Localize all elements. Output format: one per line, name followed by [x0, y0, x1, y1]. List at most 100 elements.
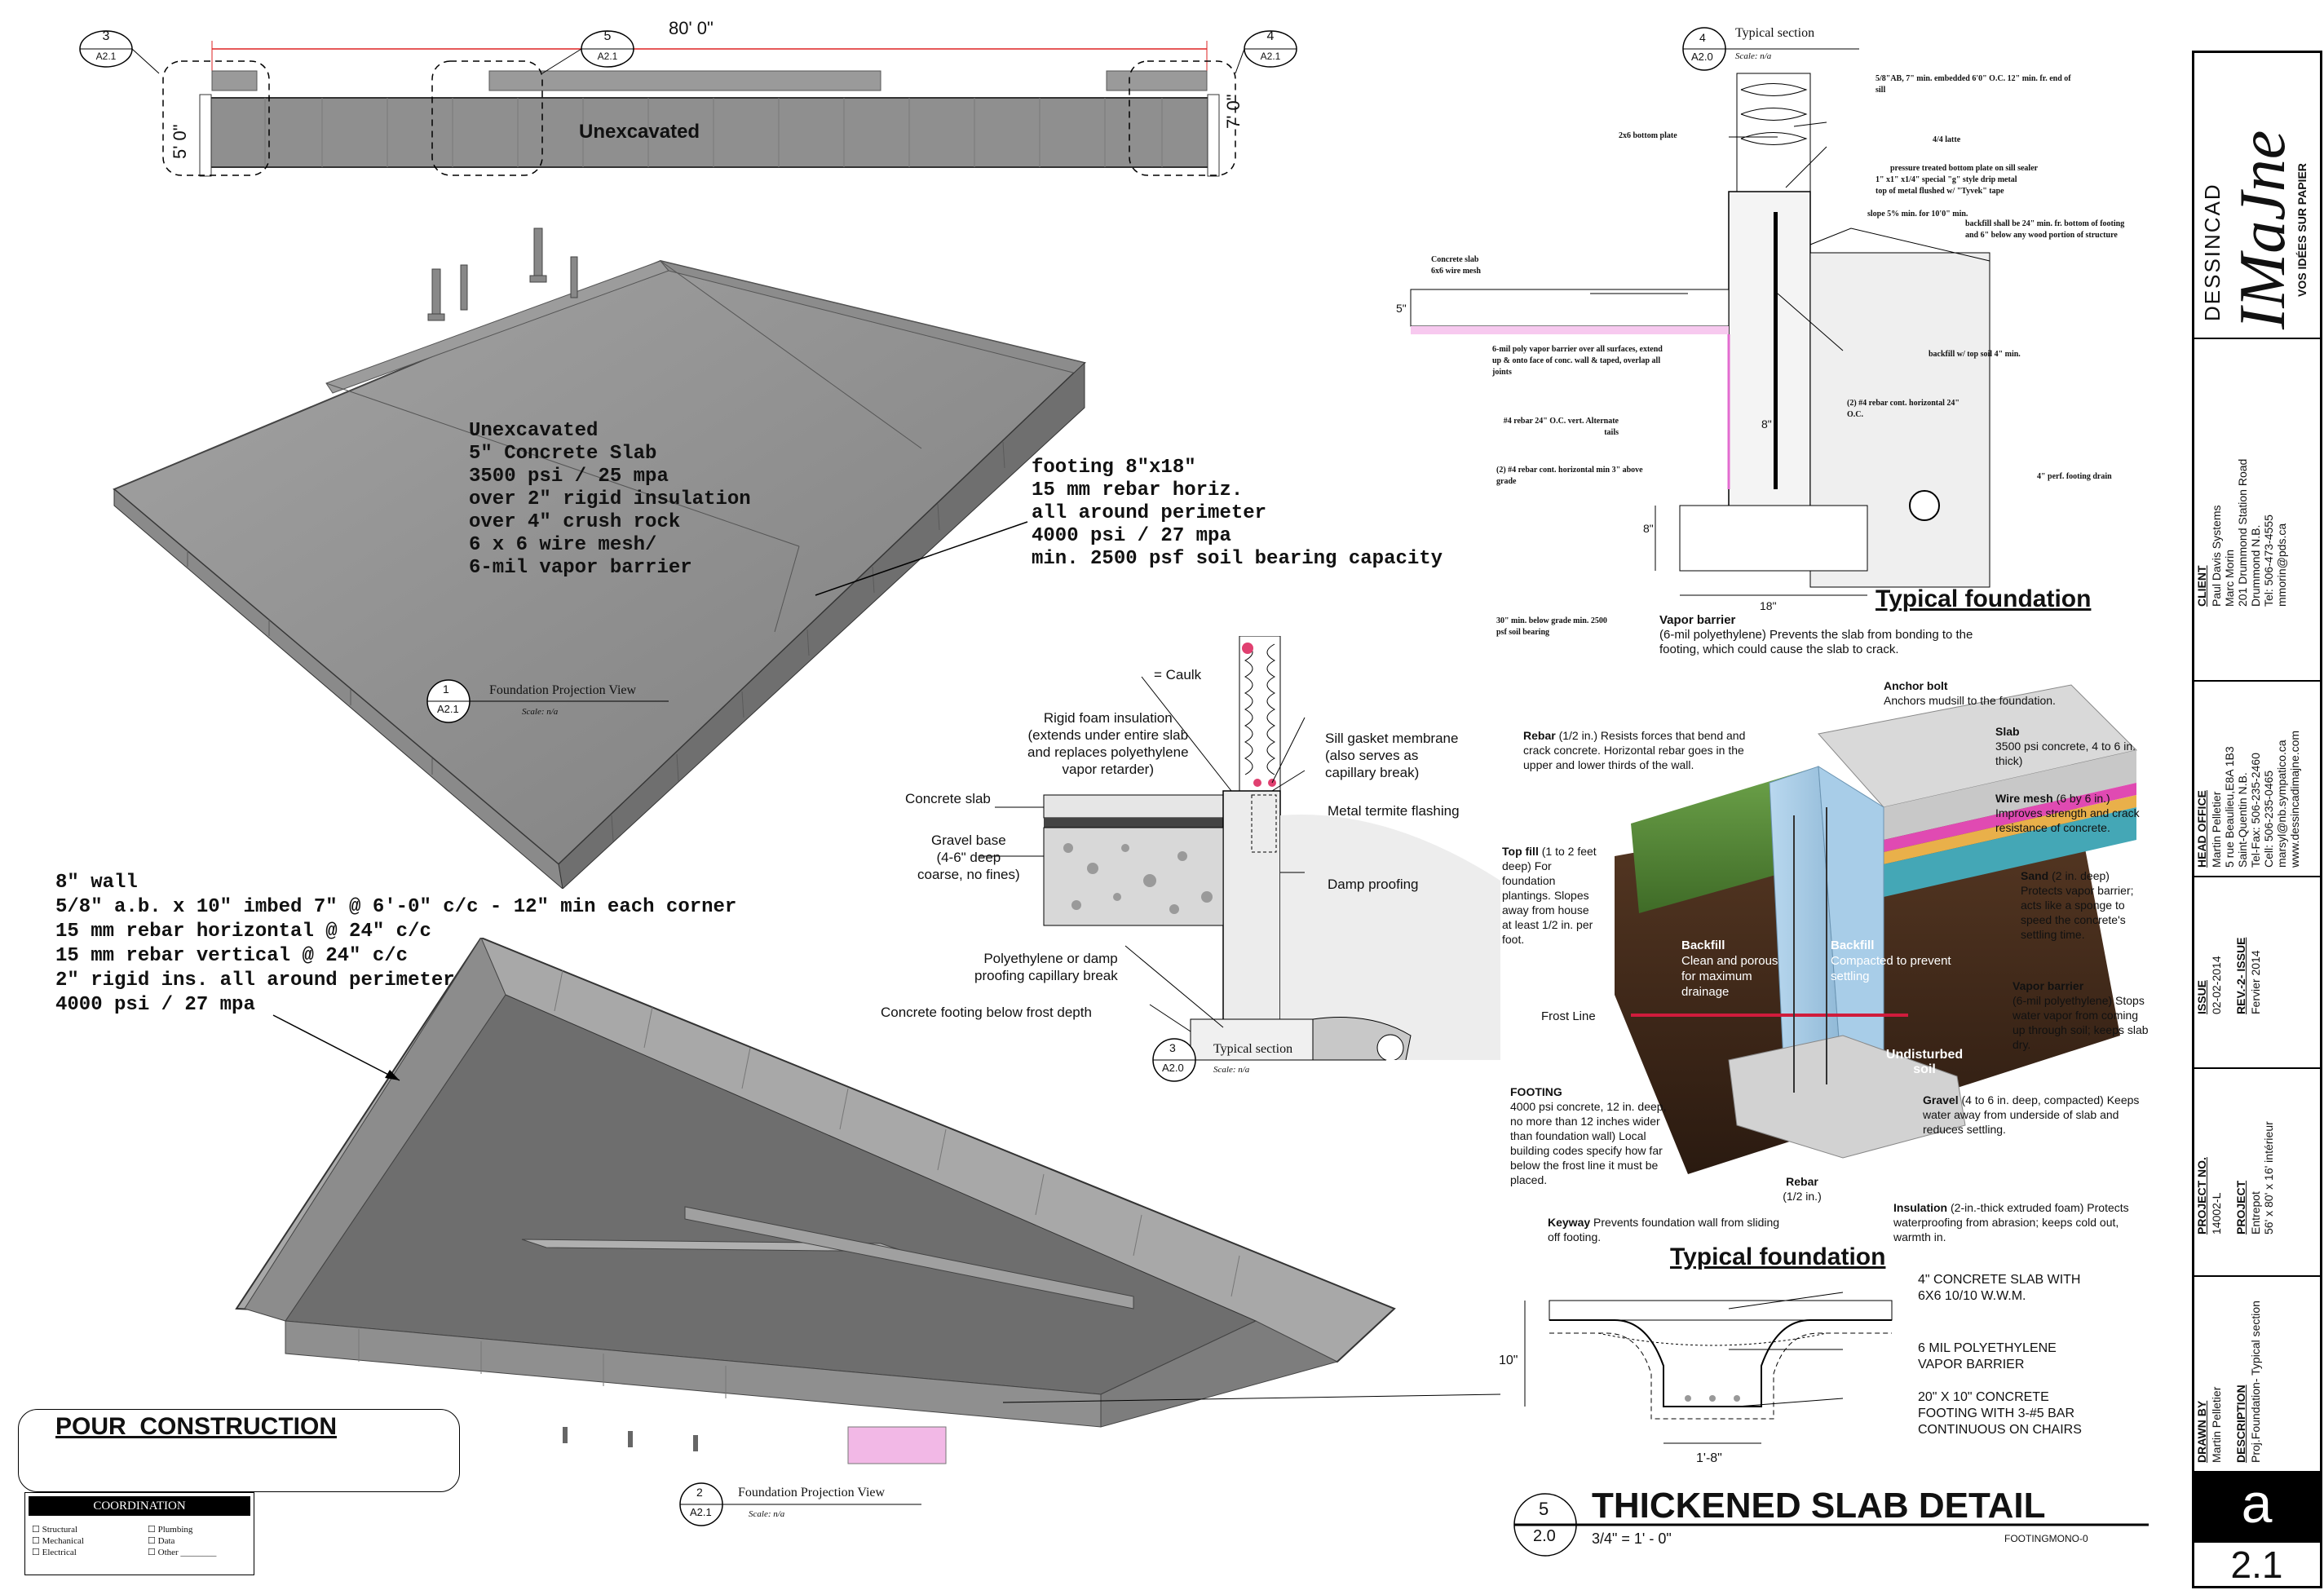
- section4-label: 4" perf. footing drain: [2037, 472, 2112, 481]
- section3-slab: Concrete slab: [905, 791, 991, 806]
- section3-sill-line: capillary break): [1325, 765, 1420, 780]
- view5-number: 5: [1539, 1499, 1549, 1519]
- view1-sheet: A2.1: [437, 703, 459, 715]
- wall-note: 4000 psi / 27 mpa: [55, 994, 255, 1016]
- brand-company: DESSINCAD: [2200, 183, 2225, 321]
- view5-callout: [1513, 1493, 2149, 1557]
- thickened-dim: 10": [1499, 1354, 1518, 1367]
- illus-vapor-text: (6-mil polyethylene) Prevents the slab f…: [1659, 628, 1973, 656]
- section3-gravel: Gravel base (4-6" deep coarse, no fines): [917, 832, 1020, 883]
- client-line: Drummond N.B.: [2249, 524, 2262, 607]
- section3-sill-line: Sill gasket membrane: [1325, 731, 1459, 746]
- plan-callout-sheet: A2.1: [597, 51, 618, 62]
- illus-rebar: Rebar (1/2 in.) Resists forces that bend…: [1523, 728, 1760, 772]
- illus-backfill2: Backfill Compacted to prevent settling: [1831, 938, 1953, 984]
- coordination-label: Mechanical: [42, 1536, 84, 1546]
- illus-vapor2-text: (6-mil polyethylene) Stops water vapor f…: [2013, 994, 2149, 1051]
- illus-undisturbed: Undisturbed soil: [1885, 1048, 1964, 1076]
- footing-note: 4000 psi / 27 mpa: [1032, 525, 1231, 547]
- section4-label: 5/8"AB, 7" min. embedded 6'0" O.C. 12" m…: [1876, 74, 2071, 95]
- illus-caption: Typical foundation: [1670, 1243, 1886, 1270]
- client-heading: CLIENT: [2195, 565, 2208, 607]
- plan-length-dimension: 80' 0": [669, 18, 714, 38]
- footing-note: all around perimeter: [1032, 502, 1267, 524]
- project-heading: PROJECT: [2234, 1180, 2247, 1234]
- office-line: Martin Pelletier: [2210, 791, 2223, 868]
- section3-poly-line: Polyethylene or damp: [983, 951, 1118, 966]
- plan-callout-number: 4: [1266, 29, 1275, 43]
- coordination-item: ☐ Data: [148, 1536, 175, 1546]
- projection-view-bottom: [235, 938, 1396, 1464]
- office-line: www.dessincadimajne.com: [2288, 730, 2301, 868]
- section3-footing: Concrete footing below frost depth: [881, 1005, 1092, 1020]
- projno-heading: PROJECT NO.: [2195, 1157, 2208, 1234]
- slab-note: 3500 psi / 25 mpa: [469, 466, 669, 488]
- illus-anchor-title: Anchor bolt: [1884, 679, 1948, 692]
- plan-callout-number: 5: [603, 29, 612, 43]
- section3-gravel-line: (4-6" deep: [936, 850, 1001, 865]
- illus-backfill1: Backfill Clean and porous for maximum dr…: [1681, 938, 1779, 1000]
- section4-drawing: [1410, 27, 1990, 596]
- illus-gravel-text: (4 to 6 in. deep, compacted) Keeps water…: [1923, 1093, 2140, 1136]
- thickened-slab-drawing: [1524, 1292, 1893, 1444]
- sheet-number: 2.1: [2230, 1544, 2283, 1586]
- section3-poly-line: proofing capillary break: [974, 968, 1118, 983]
- section4-label: 6x6 wire mesh: [1431, 267, 1481, 276]
- divider: [2194, 876, 2320, 877]
- client-line: 201 Drummond Station Road: [2236, 458, 2249, 607]
- illus-keyway-text: Prevents foundation wall from sliding of…: [1548, 1216, 1780, 1243]
- section3-rigid-line: and replaces polyethylene: [1027, 744, 1189, 760]
- plan-view: [79, 30, 1297, 177]
- illus-vapor2-title: Vapor barrier: [2013, 979, 2084, 992]
- coordination-item: ☐ Plumbing: [148, 1525, 193, 1535]
- coordination-item: ☐ Mechanical: [32, 1536, 84, 1546]
- brand-tagline: VOS IDÉES SUR PAPIER: [2295, 163, 2309, 297]
- rev-date: Fervier 2014: [2249, 950, 2262, 1014]
- illus-footing-title: FOOTING: [1510, 1085, 1562, 1098]
- wall-notes: 8" wall 5/8" a.b. x 10" imbed 7" @ 6'-0"…: [55, 871, 736, 1018]
- foundation-illustration: [1615, 684, 2137, 1174]
- client-line: Marc Morin: [2223, 549, 2236, 607]
- drawn-value: Martin Pelletier: [2210, 1386, 2223, 1463]
- client-line: Paul Davis Systems: [2210, 505, 2223, 607]
- illus-sand: Sand (2 in. deep) Protects vapor barrier…: [2021, 868, 2143, 942]
- section3-rigid-line: Rigid foam insulation: [1043, 710, 1173, 726]
- section4-label: Concrete slab: [1431, 255, 1479, 264]
- thickened-note: FOOTING WITH 3-#5 BAR: [1918, 1407, 2075, 1420]
- illus-keyway-title: Keyway: [1548, 1216, 1591, 1229]
- section3-sill-line: (also serves as: [1325, 748, 1419, 763]
- thickened-note: CONTINUOUS ON CHAIRS: [1918, 1423, 2082, 1437]
- section4-label: (2) #4 rebar cont. horizontal min 3" abo…: [1496, 466, 1643, 486]
- section4-dim: 18": [1760, 599, 1777, 612]
- view1-callout: [426, 679, 669, 723]
- office-line: Saint-Quentin N.B.: [2236, 772, 2249, 868]
- section4-label: backfill shall be 24" min. fr. bottom of…: [1965, 219, 2125, 240]
- section3-termite: Metal termite flashing: [1328, 803, 1460, 819]
- illus-insulation-text: (2-in.-thick extruded foam) Protects wat…: [1893, 1201, 2129, 1243]
- footing-note: footing 8"x18": [1032, 457, 1196, 479]
- slab-note: over 4" crush rock: [469, 511, 681, 533]
- section3-caulk: = Caulk: [1154, 667, 1202, 682]
- illus-topfill-title: Top fill: [1502, 845, 1539, 858]
- view1-number: 1: [443, 682, 449, 696]
- office-heading: HEAD OFFICE: [2195, 790, 2208, 868]
- illus-gravel-title: Gravel: [1923, 1093, 1959, 1106]
- section4-label: backfill w/ top soil 4" min.: [1929, 350, 2021, 359]
- client-line: mmorin@pds.ca: [2275, 523, 2288, 607]
- section4-label: 1" x1" x1/4" special "g" style drip meta…: [1876, 175, 2017, 184]
- view2-sheet: A2.1: [690, 1506, 712, 1518]
- section4-label: 30" min. below grade min. 2500 psf soil …: [1496, 616, 1607, 637]
- slab-note: 5" Concrete Slab: [469, 443, 657, 465]
- coordination-label: Plumbing: [157, 1525, 193, 1535]
- illus-insulation: Insulation (2-in.-thick extruded foam) P…: [1893, 1200, 2146, 1244]
- illus-rebar-text: (1/2 in.) Resists forces that bend and c…: [1523, 729, 1746, 771]
- section3-poly: Polyethylene or damp proofing capillary …: [974, 950, 1118, 984]
- view5-title: THICKENED SLAB DETAIL: [1592, 1486, 2046, 1526]
- view2-title: Foundation Projection View: [738, 1486, 886, 1499]
- view4-number: 4: [1699, 31, 1706, 44]
- slab-note: Unexcavated: [469, 420, 599, 442]
- slab-note: over 2" rigid insulation: [469, 488, 751, 510]
- pour-box: [18, 1409, 460, 1492]
- illus-backfill1-text: Clean and porous for maximum drainage: [1681, 954, 1778, 999]
- coordination-item: ☐ Structural: [32, 1525, 78, 1535]
